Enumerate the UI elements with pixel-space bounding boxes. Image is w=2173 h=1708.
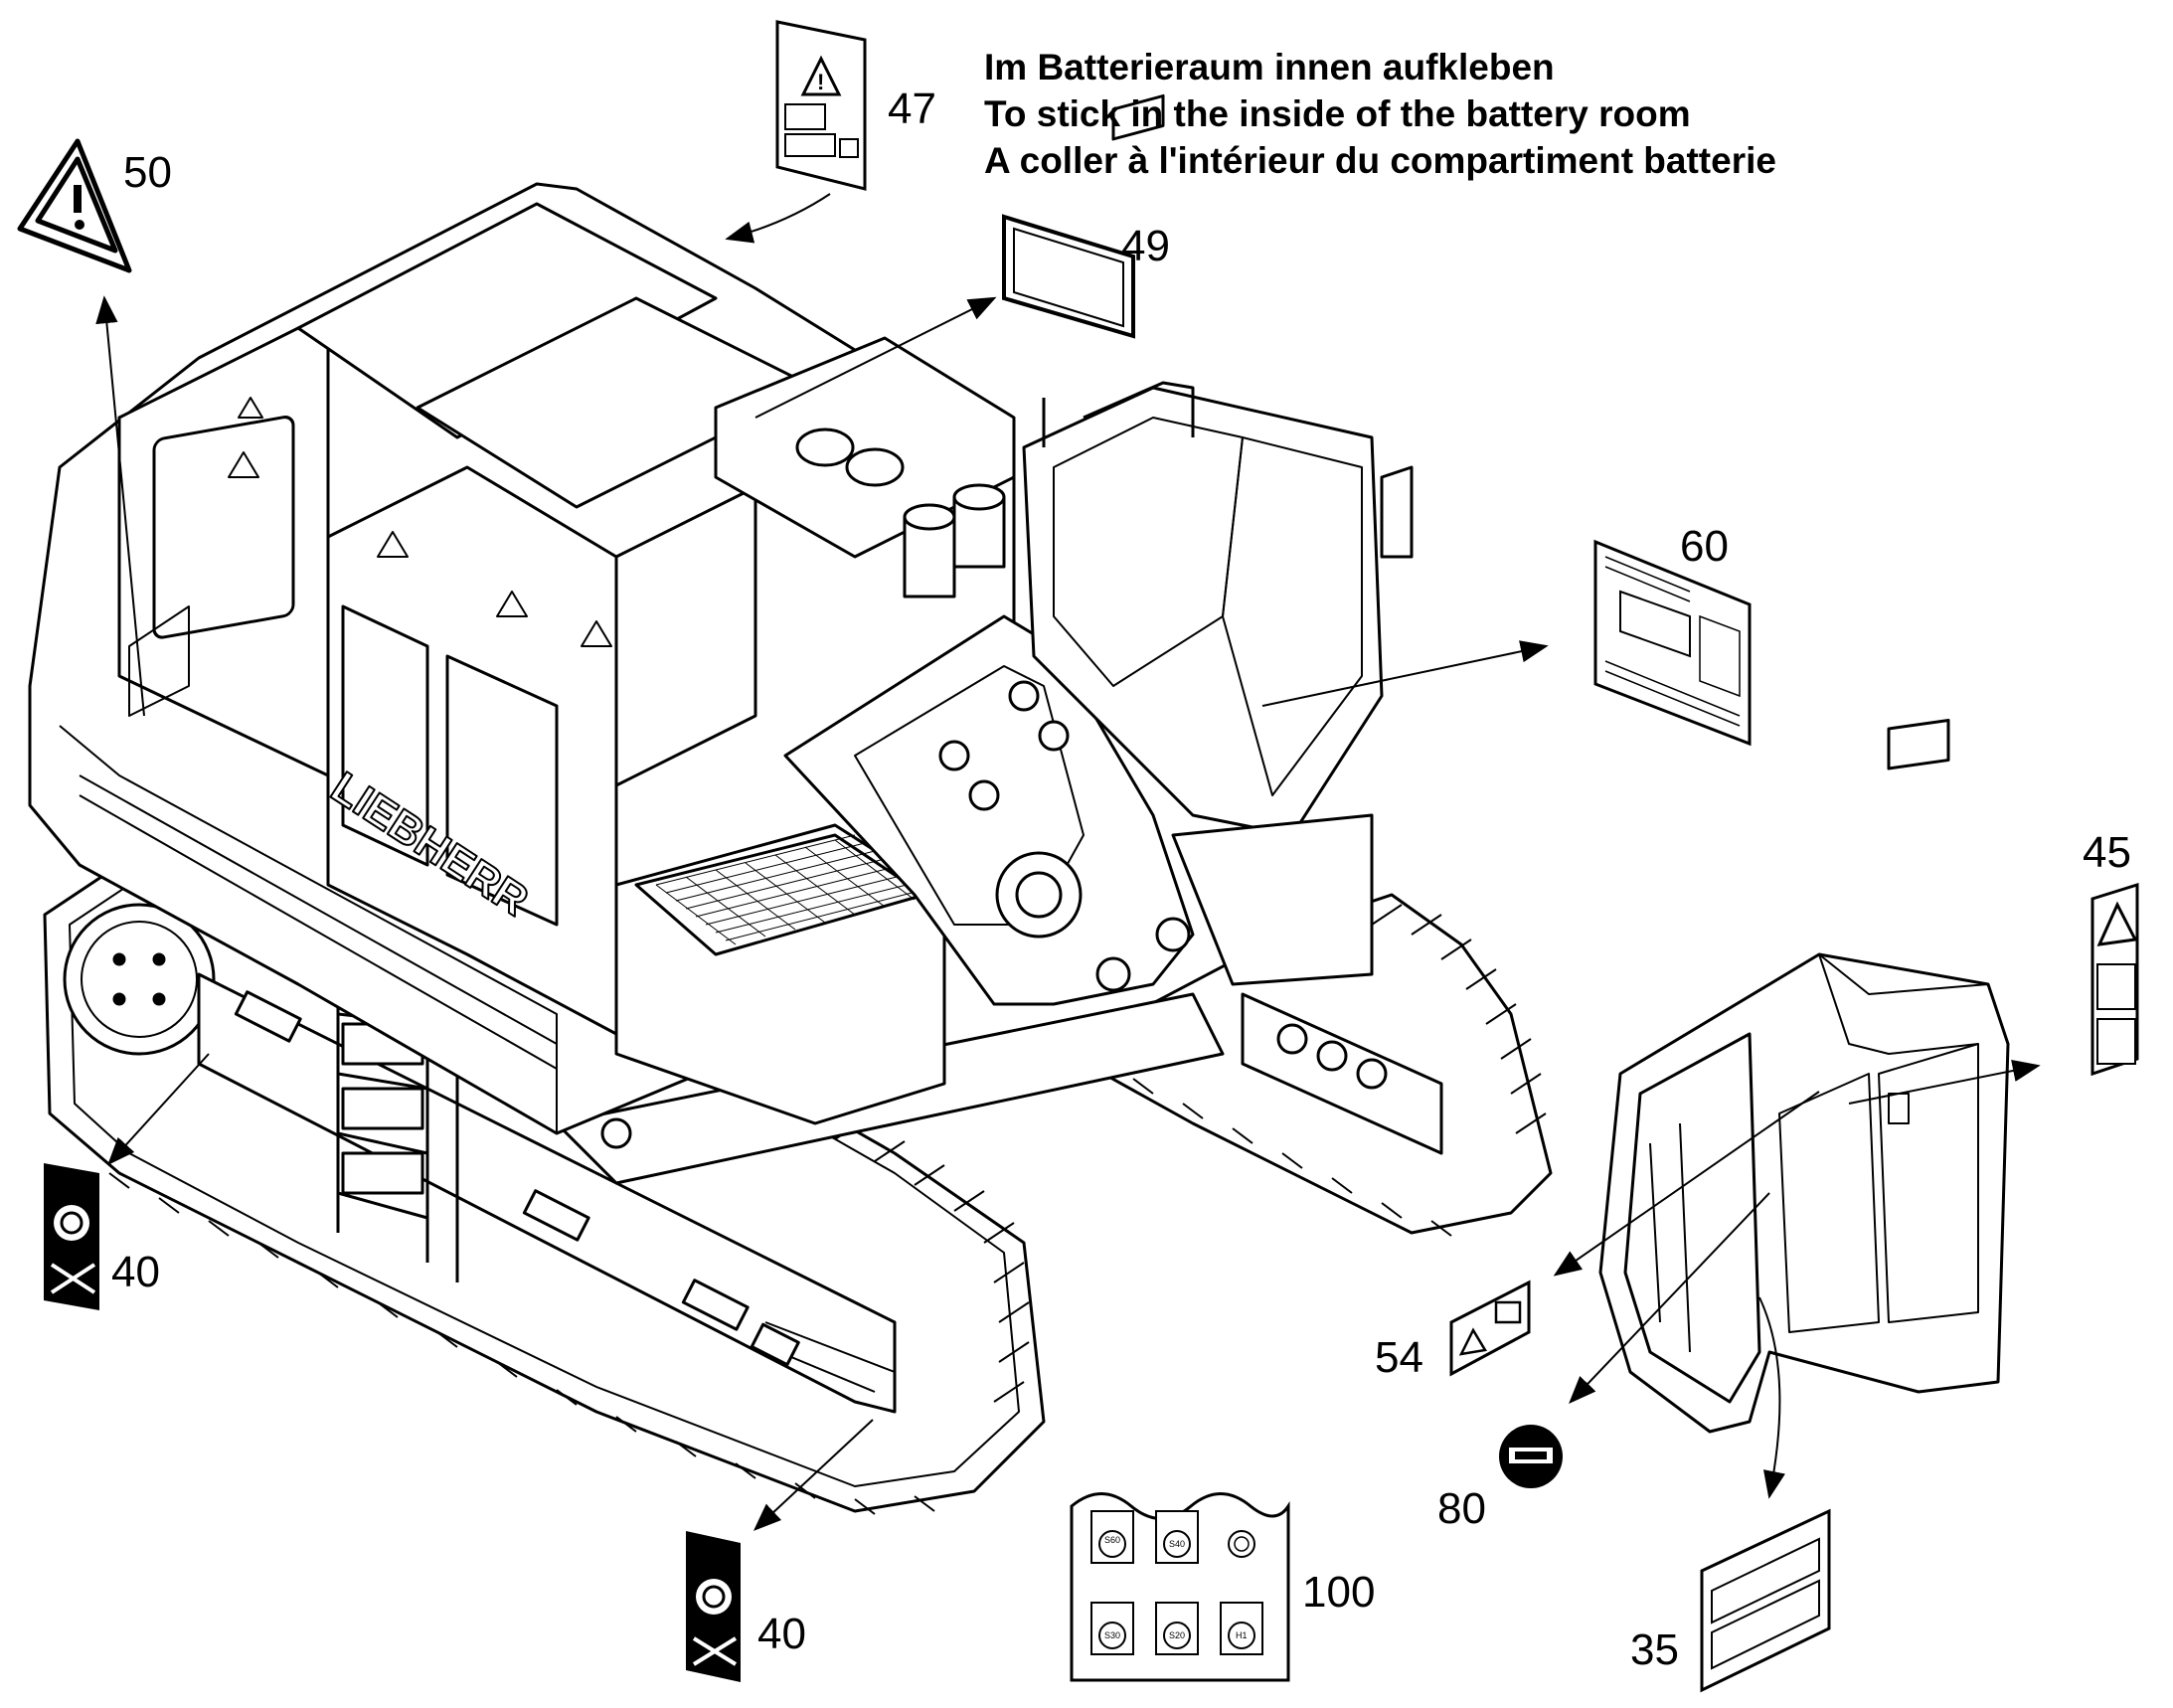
svg-text:!: !	[817, 70, 824, 94]
label-49-blank-label	[1002, 214, 1135, 339]
callout-60: 60	[1680, 522, 1729, 571]
label-40-prohibition-sign-bottom	[686, 1531, 741, 1682]
tank-top	[714, 336, 1016, 598]
callout-40-left: 40	[111, 1248, 160, 1296]
note-line-en: To stick in the inside of the battery ro…	[984, 93, 1691, 134]
note-line-fr: A coller à l'intérieur du compartiment b…	[984, 140, 1776, 181]
switch-label-s30: S30	[1104, 1630, 1120, 1640]
switch-label-s20: S20	[1169, 1630, 1185, 1640]
label-40-prohibition-sign-left	[44, 1163, 99, 1310]
label-60-instruction-plate	[1593, 539, 1752, 747]
leader-arrows	[95, 193, 2041, 1531]
switch-label-s60: S60	[1104, 1535, 1120, 1545]
callout-40-bottom: 40	[757, 1610, 806, 1658]
right-crawler-track	[1101, 893, 1553, 1237]
callout-80: 80	[1437, 1484, 1486, 1533]
label-45-warning-sign	[2090, 882, 2139, 1077]
cab-frame-detached	[1598, 719, 2010, 1434]
note-line-de: Im Batterieraum innen aufkleben	[984, 47, 1555, 87]
label-50-warning-triangle-icon	[17, 138, 132, 273]
excavator: LIEBHERR	[28, 93, 1553, 1515]
callout-35: 35	[1630, 1625, 1679, 1674]
battery-room-note: Im Batterieraum innen aufkleben To stick…	[984, 44, 1776, 184]
callout-100: 100	[1302, 1568, 1376, 1617]
label-35-pictogram-plate	[1700, 1508, 1831, 1693]
operator-cab	[1022, 93, 1414, 986]
callout-47: 47	[888, 85, 936, 133]
callout-50: 50	[123, 148, 172, 197]
label-80-round-badge	[1499, 1425, 1563, 1488]
switch-label-h1: H1	[1236, 1630, 1248, 1640]
callout-45: 45	[2083, 828, 2131, 877]
label-54-warning-manual	[1449, 1280, 1531, 1377]
switch-panel-legends: S60 S40 S30 S20 H1	[1104, 1535, 1248, 1640]
idler-wheel	[63, 903, 216, 1056]
switch-label-s40: S40	[1169, 1539, 1185, 1549]
callout-54: 54	[1375, 1333, 1423, 1382]
callout-49: 49	[1121, 222, 1170, 270]
label-47-battery-warning: !	[775, 20, 867, 191]
label-100-switch-panel	[1070, 1492, 1290, 1682]
